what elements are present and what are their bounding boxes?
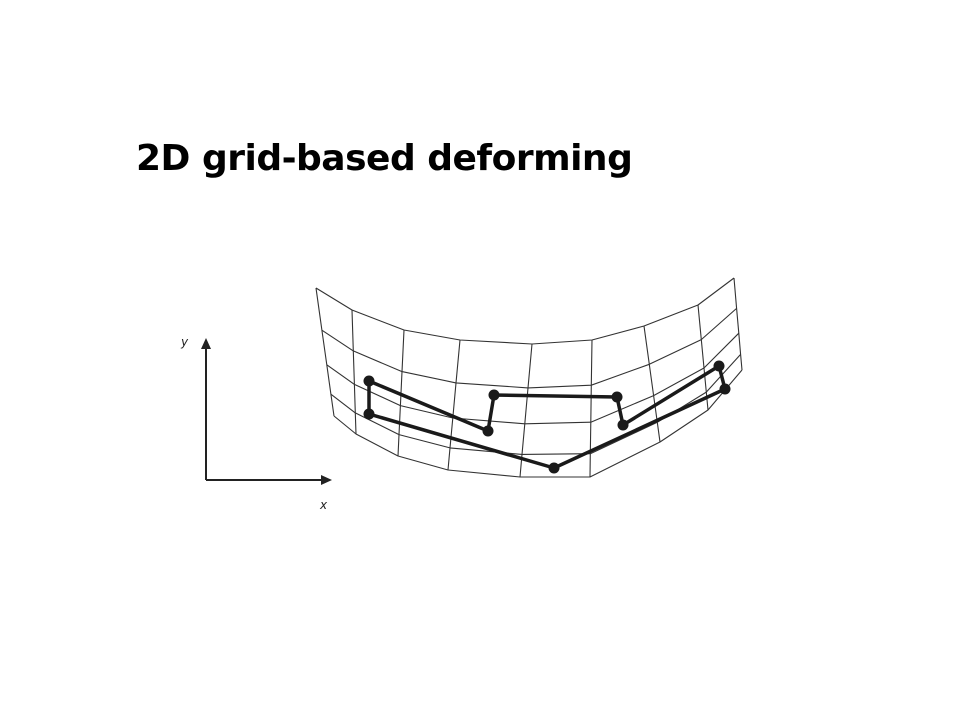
grid-column-line	[589, 339, 593, 478]
grid-column-line	[315, 287, 335, 417]
x-axis-arrowhead	[321, 475, 332, 485]
control-point[interactable]	[617, 419, 629, 431]
control-point[interactable]	[719, 383, 731, 395]
control-polyline-path	[367, 364, 727, 470]
grid-column-line	[351, 309, 357, 435]
control-point[interactable]	[363, 375, 375, 387]
x-axis-label: x	[319, 498, 328, 512]
grid-column-line	[519, 343, 533, 478]
grid-column-line	[397, 329, 405, 457]
grid-column-line	[643, 325, 661, 443]
slide-title: 2D grid-based deforming	[136, 138, 633, 179]
control-point[interactable]	[488, 389, 500, 401]
control-point[interactable]	[363, 408, 375, 420]
y-axis-arrowhead	[201, 338, 211, 349]
grid-column-line	[733, 277, 743, 371]
grid-row-line	[330, 354, 742, 455]
deformed-grid	[315, 277, 743, 478]
control-polyline	[367, 364, 727, 470]
y-axis-label: y	[180, 335, 189, 349]
control-point[interactable]	[713, 360, 725, 372]
control-point[interactable]	[548, 462, 560, 474]
control-points	[363, 360, 731, 474]
grid-row-line	[315, 277, 735, 345]
control-point[interactable]	[482, 425, 494, 437]
control-point[interactable]	[611, 391, 623, 403]
coordinate-axes: y x	[180, 335, 332, 512]
grid-column-line	[447, 339, 461, 471]
